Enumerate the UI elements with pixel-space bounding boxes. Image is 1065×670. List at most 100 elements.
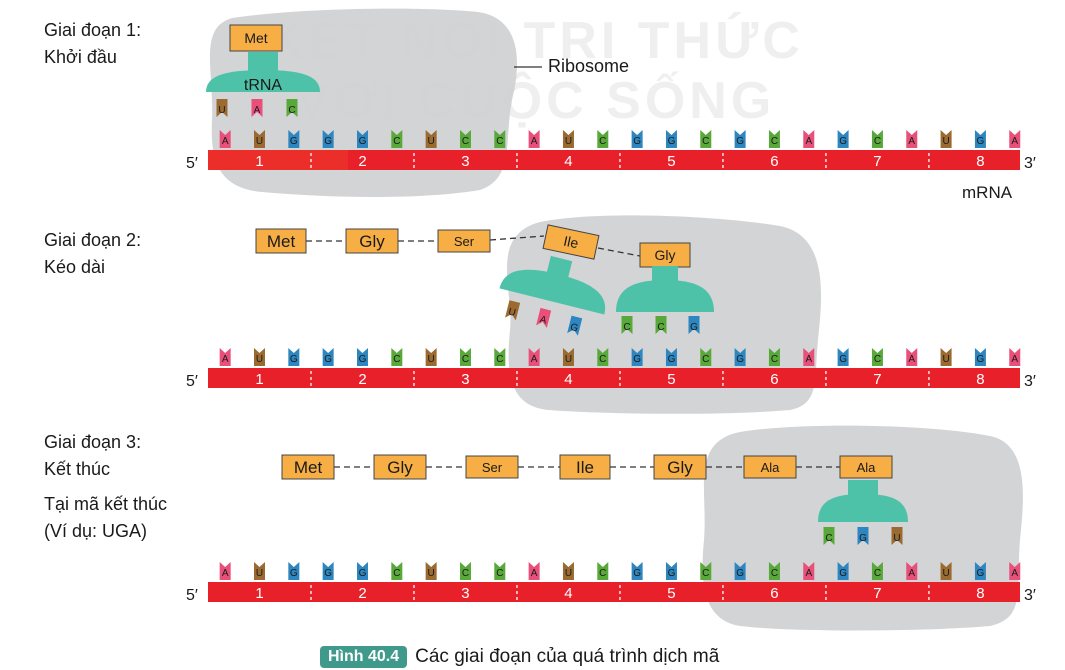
nucleotide-label: G <box>324 136 332 147</box>
nucleotide-G: G <box>857 527 869 545</box>
nucleotide-C: C <box>459 348 471 366</box>
nucleotide-label: A <box>805 354 812 365</box>
mrna-strand <box>208 368 1020 388</box>
nucleotide-U: U <box>425 130 437 148</box>
nucleotide-label: C <box>874 568 881 579</box>
nucleotide-label: G <box>633 568 641 579</box>
nucleotide-label: C <box>599 136 606 147</box>
peptide-bond <box>489 235 545 241</box>
nucleotide-label: A <box>222 354 229 365</box>
nucleotide-label: G <box>290 568 298 579</box>
nucleotide-label: G <box>359 354 367 365</box>
nucleotide-label: U <box>942 568 949 579</box>
nucleotide-C: C <box>494 348 506 366</box>
ribosome-label: Ribosome <box>548 56 629 76</box>
nucleotide-C: C <box>494 562 506 580</box>
ribosome <box>209 8 518 197</box>
nucleotide-G: G <box>688 316 700 334</box>
nucleotide-C: C <box>286 99 298 117</box>
amino-acid-box <box>229 24 283 52</box>
codon-number: 4 <box>564 371 572 388</box>
nucleotide-C: C <box>597 348 609 366</box>
nucleotide-A: A <box>803 130 815 148</box>
nucleotide-G: G <box>837 130 849 148</box>
amino-acid-box <box>437 229 491 253</box>
nucleotide-C: C <box>871 130 883 148</box>
trna-label: tRNA <box>244 77 283 94</box>
nucleotide-G: G <box>631 348 643 366</box>
amino-acid-label: Gly <box>359 232 385 251</box>
nucleotide-A: A <box>906 348 918 366</box>
nucleotide-G: G <box>665 348 677 366</box>
nucleotide-label: U <box>507 306 517 318</box>
nucleotide-label: C <box>702 136 709 147</box>
trna-body <box>818 494 908 522</box>
stage-2-subtitle: Kéo dài <box>44 257 105 277</box>
nucleotide-C: C <box>871 562 883 580</box>
three-prime-label: 3′ <box>1024 373 1036 390</box>
amino-acid-box <box>839 455 893 479</box>
codon-number: 8 <box>976 371 984 388</box>
nucleotide-C: C <box>871 348 883 366</box>
nucleotide-label: C <box>771 354 778 365</box>
nucleotide-label: A <box>531 136 538 147</box>
mrna-strand <box>208 582 1020 602</box>
amino-acid-label: Ala <box>761 460 781 475</box>
trna-body <box>616 280 714 312</box>
trna-stem <box>848 480 878 496</box>
nucleotide-A: A <box>219 348 231 366</box>
nucleotide-label: A <box>531 568 538 579</box>
nucleotide-G: G <box>837 348 849 366</box>
nucleotide-C: C <box>391 130 403 148</box>
mrna-strand <box>208 150 1020 170</box>
nucleotide-C: C <box>621 316 633 334</box>
nucleotide-label: C <box>496 568 503 579</box>
nucleotide-G: G <box>734 130 746 148</box>
nucleotide-C: C <box>494 130 506 148</box>
nucleotide-A: A <box>803 562 815 580</box>
polypeptide-chain: Met Gly Ser Ile Gly <box>255 224 691 268</box>
nucleotide-U: U <box>505 300 521 321</box>
nucleotide-label: C <box>599 568 606 579</box>
amino-acid-label: Ser <box>454 234 475 249</box>
nucleotide-label: A <box>1011 568 1018 579</box>
nucleotide-label: C <box>657 322 664 333</box>
nucleotide-label: G <box>839 136 847 147</box>
nucleotide-G: G <box>356 130 368 148</box>
codon-number: 2 <box>358 371 366 388</box>
nucleotide-A: A <box>251 99 263 117</box>
codon-number: 2 <box>358 585 366 602</box>
nucleotide-label: G <box>690 322 698 333</box>
nucleotide-label: U <box>565 354 572 365</box>
nucleotide-label: G <box>736 568 744 579</box>
trna-body <box>499 269 606 315</box>
nucleotide-label: U <box>256 354 263 365</box>
nucleotide-label: C <box>874 136 881 147</box>
nucleotide-label: A <box>805 568 812 579</box>
nucleotide-G: G <box>974 562 986 580</box>
codon-number: 5 <box>667 585 675 602</box>
amino-acid-label: Gly <box>387 458 413 477</box>
stage-1: Giai đoạn 1: Khởi đầu Ribosome tRNA Met … <box>44 8 1036 202</box>
nucleotide-U: U <box>253 562 265 580</box>
nucleotide-label: G <box>668 136 676 147</box>
codon-number: 7 <box>873 153 881 170</box>
nucleotide-label: C <box>462 568 469 579</box>
nucleotide-label: G <box>569 322 579 335</box>
nucleotide-label: C <box>702 354 709 365</box>
nucleotide-label: U <box>565 568 572 579</box>
amino-acid-box <box>465 455 519 479</box>
nucleotide-G: G <box>356 348 368 366</box>
nucleotide-C: C <box>597 130 609 148</box>
stage-3-title: Giai đoạn 3: <box>44 432 141 452</box>
nucleotide-label: G <box>736 354 744 365</box>
nucleotide-C: C <box>700 130 712 148</box>
nucleotide-C: C <box>700 562 712 580</box>
peptide-bond <box>597 247 641 257</box>
nucleotide-A: A <box>803 348 815 366</box>
